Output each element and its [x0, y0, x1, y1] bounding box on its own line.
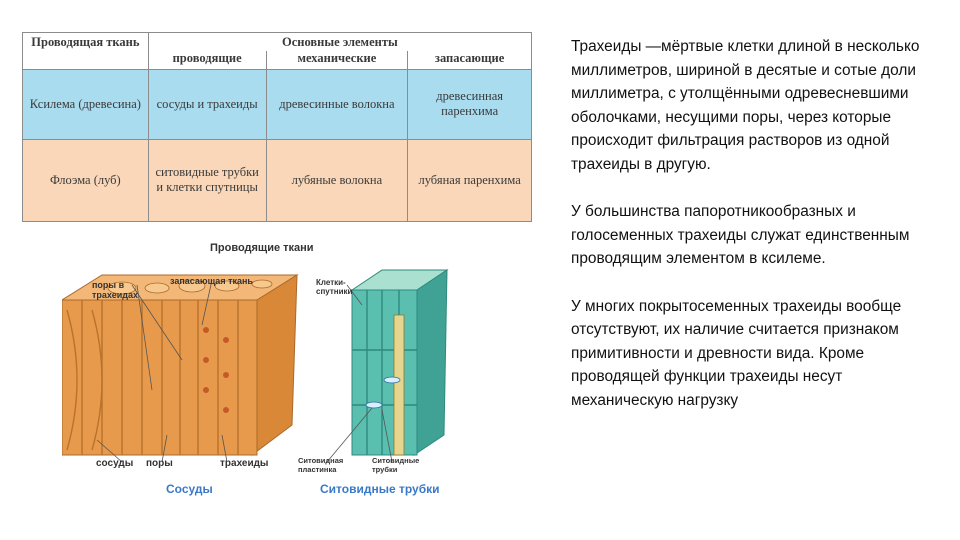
- row-tissue: Ксилема (древесина): [22, 68, 149, 140]
- conducting-tissues-figure: Проводящие ткани поры в трахеидах запаса…: [62, 240, 462, 502]
- paragraph-angiosperms: У многих покрытосеменных трахеиды вообще…: [571, 297, 902, 409]
- header-col-conducting: проводящие: [147, 50, 267, 70]
- figure-title: Проводящие ткани: [210, 242, 314, 254]
- label-sieve-tubes: Ситовидные трубки: [372, 456, 420, 474]
- table-row: Флоэма (луб) ситовидные трубки и клетки …: [22, 138, 532, 222]
- label-companion-cells: Клетки-спутники: [316, 278, 353, 296]
- caption-vessels: Сосуды: [166, 482, 213, 496]
- header-col-mechanical: механические: [265, 50, 409, 70]
- label-vessels: сосуды: [96, 458, 134, 469]
- row-conducting: сосуды и трахеиды: [147, 68, 267, 140]
- definition-text: —мёртвые клетки длиной в несколько милли…: [571, 38, 920, 173]
- row-storage: древесинная паренхима: [407, 68, 532, 140]
- row-storage: лубяная паренхима: [407, 138, 532, 222]
- row-conducting: ситовидные трубки и клетки спутницы: [147, 138, 267, 222]
- row-mechanical: лубяные волокна: [265, 138, 409, 222]
- paragraph-ferns: У большинства папоротникообразных и голо…: [571, 203, 910, 268]
- label-pores: поры: [146, 458, 173, 469]
- label-storage-tissue: запасающая ткань: [170, 276, 253, 286]
- xylem-block: [62, 274, 299, 463]
- text-column: Трахеиды —мёртвые клетки длиной в нескол…: [571, 35, 931, 436]
- elements-table: Проводящая ткань Основные элементы прово…: [22, 32, 533, 222]
- label-sieve-plate: Ситовидная пластинка: [298, 456, 344, 474]
- figure-illustration: [62, 269, 449, 463]
- header-tissue: Проводящая ткань: [22, 32, 149, 70]
- phloem-block: [326, 269, 449, 463]
- caption-sieve-tubes: Ситовидные трубки: [320, 482, 440, 496]
- paragraph-definition: Трахеиды —мёртвые клетки длиной в нескол…: [571, 35, 931, 177]
- label-pores-tracheids: поры в трахеидах: [92, 280, 138, 300]
- header-group: Основные элементы: [147, 32, 533, 51]
- row-tissue: Флоэма (луб): [22, 138, 149, 222]
- row-mechanical: древесинные волокна: [265, 68, 409, 140]
- label-tracheids: трахеиды: [220, 458, 269, 469]
- header-col-storage: запасающие: [407, 50, 532, 70]
- table-row: Ксилема (древесина) сосуды и трахеиды др…: [22, 68, 532, 140]
- term-tracheids: Трахеиды: [571, 38, 642, 55]
